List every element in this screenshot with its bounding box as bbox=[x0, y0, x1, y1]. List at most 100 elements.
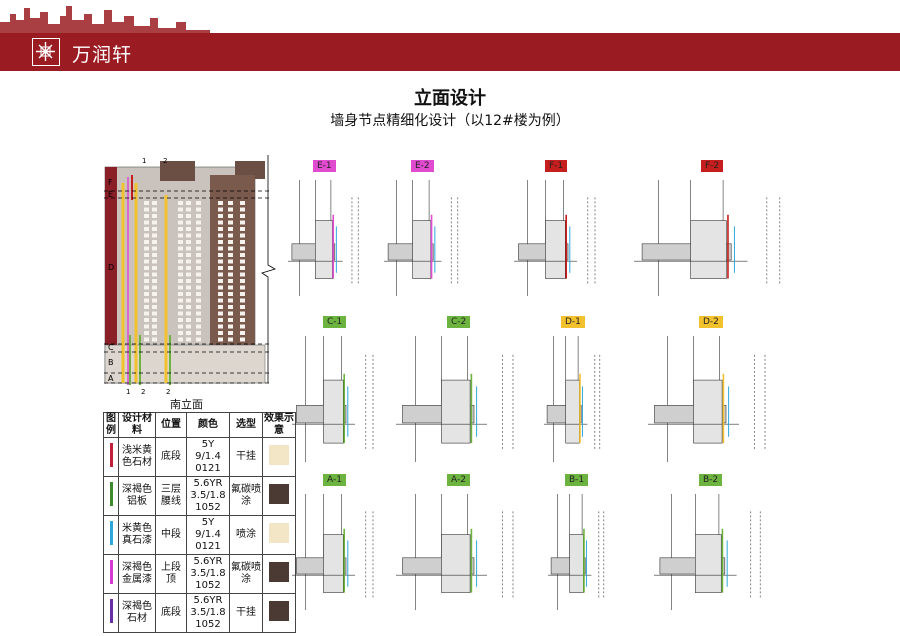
elevation-window bbox=[218, 324, 223, 329]
elevation-window bbox=[144, 337, 149, 342]
detail-tag-b-1: B-1 bbox=[565, 474, 589, 486]
elevation-window bbox=[196, 337, 201, 342]
detail-tag-b-2: B-2 bbox=[699, 474, 723, 486]
legend-symbol bbox=[103, 437, 119, 477]
elevation-window bbox=[228, 246, 233, 251]
elevation-window bbox=[152, 227, 157, 231]
elevation-window bbox=[218, 253, 223, 257]
elevation-window bbox=[186, 318, 191, 322]
elevation-window bbox=[186, 246, 191, 251]
axis-bottom-2: 2 bbox=[141, 388, 145, 395]
legend-color-code: 5Y 9/1.4 0121 bbox=[186, 515, 230, 555]
detail-drawing bbox=[648, 336, 778, 466]
elevation-window bbox=[218, 331, 223, 335]
elevation-window bbox=[196, 279, 201, 283]
elevation-window bbox=[218, 233, 223, 238]
elevation-window bbox=[186, 207, 191, 212]
detail-drawing bbox=[544, 336, 606, 466]
elevation-window bbox=[178, 272, 183, 277]
elevation-window bbox=[240, 240, 245, 244]
detail-drawing bbox=[292, 336, 382, 466]
elevation-window bbox=[144, 207, 149, 212]
elevation-window bbox=[228, 279, 233, 283]
elevation-window bbox=[186, 292, 191, 296]
elevation-window bbox=[178, 285, 183, 290]
elevation-window bbox=[196, 285, 201, 290]
elevation-window bbox=[218, 272, 223, 277]
elevation-window bbox=[186, 266, 191, 270]
elevation-window bbox=[240, 324, 245, 329]
axis-top-2: 2 bbox=[163, 157, 167, 165]
elevation-window bbox=[240, 227, 245, 231]
elevation-window bbox=[144, 266, 149, 270]
elevation-window bbox=[218, 259, 223, 264]
elevation-window bbox=[218, 246, 223, 251]
elevation-caption: 南立面 bbox=[170, 398, 203, 411]
elevation-window bbox=[228, 207, 233, 212]
elevation-window bbox=[196, 233, 201, 238]
elevation-window bbox=[144, 305, 149, 309]
elevation-window bbox=[228, 324, 233, 329]
elevation-window bbox=[186, 331, 191, 335]
elevation-window bbox=[228, 311, 233, 316]
legend-header-effect: 效果示意 bbox=[262, 412, 296, 438]
elevation-window bbox=[186, 298, 191, 303]
elevation-window bbox=[178, 220, 183, 225]
legend-material: 深褐色铝板 bbox=[118, 476, 156, 516]
zone-label-f: F bbox=[108, 178, 113, 187]
elevation-window bbox=[152, 220, 157, 225]
elevation-window bbox=[144, 298, 149, 303]
elevation-window bbox=[218, 279, 223, 283]
elevation-window bbox=[144, 285, 149, 290]
detail-drawing bbox=[654, 494, 772, 614]
legend-type: 氟碳喷涂 bbox=[229, 476, 263, 516]
elevation-window bbox=[144, 253, 149, 257]
legend-effect-chip bbox=[262, 554, 296, 594]
elevation-window bbox=[178, 207, 183, 212]
elevation-window bbox=[196, 220, 201, 225]
elevation-window bbox=[186, 259, 191, 264]
elevation-window bbox=[228, 292, 233, 296]
elevation-window bbox=[186, 240, 191, 244]
legend-material: 米黄色真石漆 bbox=[118, 515, 156, 555]
elevation-window bbox=[228, 318, 233, 322]
skyline-decoration bbox=[0, 6, 210, 34]
zone-label-a: A bbox=[108, 374, 114, 383]
legend-position: 中段 bbox=[155, 515, 187, 555]
elevation-window bbox=[186, 227, 191, 231]
elevation-window bbox=[186, 220, 191, 225]
elevation-window bbox=[228, 233, 233, 238]
detail-drawing bbox=[384, 180, 466, 300]
detail-tag-e-1: E-1 bbox=[313, 160, 336, 172]
elevation-window bbox=[178, 324, 183, 329]
legend-header-position: 位置 bbox=[155, 412, 187, 438]
elevation-window bbox=[218, 311, 223, 316]
elevation-window bbox=[228, 259, 233, 264]
elevation-window bbox=[196, 305, 201, 309]
elevation-window bbox=[240, 266, 245, 270]
elevation-window bbox=[178, 292, 183, 296]
legend-color-code: 5.6YR 3.5/1.8 1052 bbox=[186, 554, 230, 594]
detail-drawing bbox=[514, 180, 604, 300]
legend-header-type: 选型 bbox=[229, 412, 263, 438]
legend-color-code: 5.6YR 3.5/1.8 1052 bbox=[186, 476, 230, 516]
elevation-window bbox=[196, 201, 201, 205]
elevation-window bbox=[240, 259, 245, 264]
elevation-window bbox=[152, 253, 157, 257]
legend-header-symbol: 图例 bbox=[103, 412, 119, 438]
zone-label-e: E bbox=[108, 190, 113, 199]
legend-header-material: 设计材料 bbox=[118, 412, 156, 438]
legend-effect-chip bbox=[262, 476, 296, 516]
elevation-window bbox=[144, 311, 149, 316]
elevation-window bbox=[196, 298, 201, 303]
legend-type: 氟碳喷涂 bbox=[229, 554, 263, 594]
elevation-window bbox=[186, 233, 191, 238]
elevation-window bbox=[178, 311, 183, 316]
elevation-window bbox=[152, 207, 157, 212]
detail-drawing bbox=[396, 494, 526, 614]
elevation-window bbox=[240, 246, 245, 251]
elevation-window bbox=[196, 246, 201, 251]
